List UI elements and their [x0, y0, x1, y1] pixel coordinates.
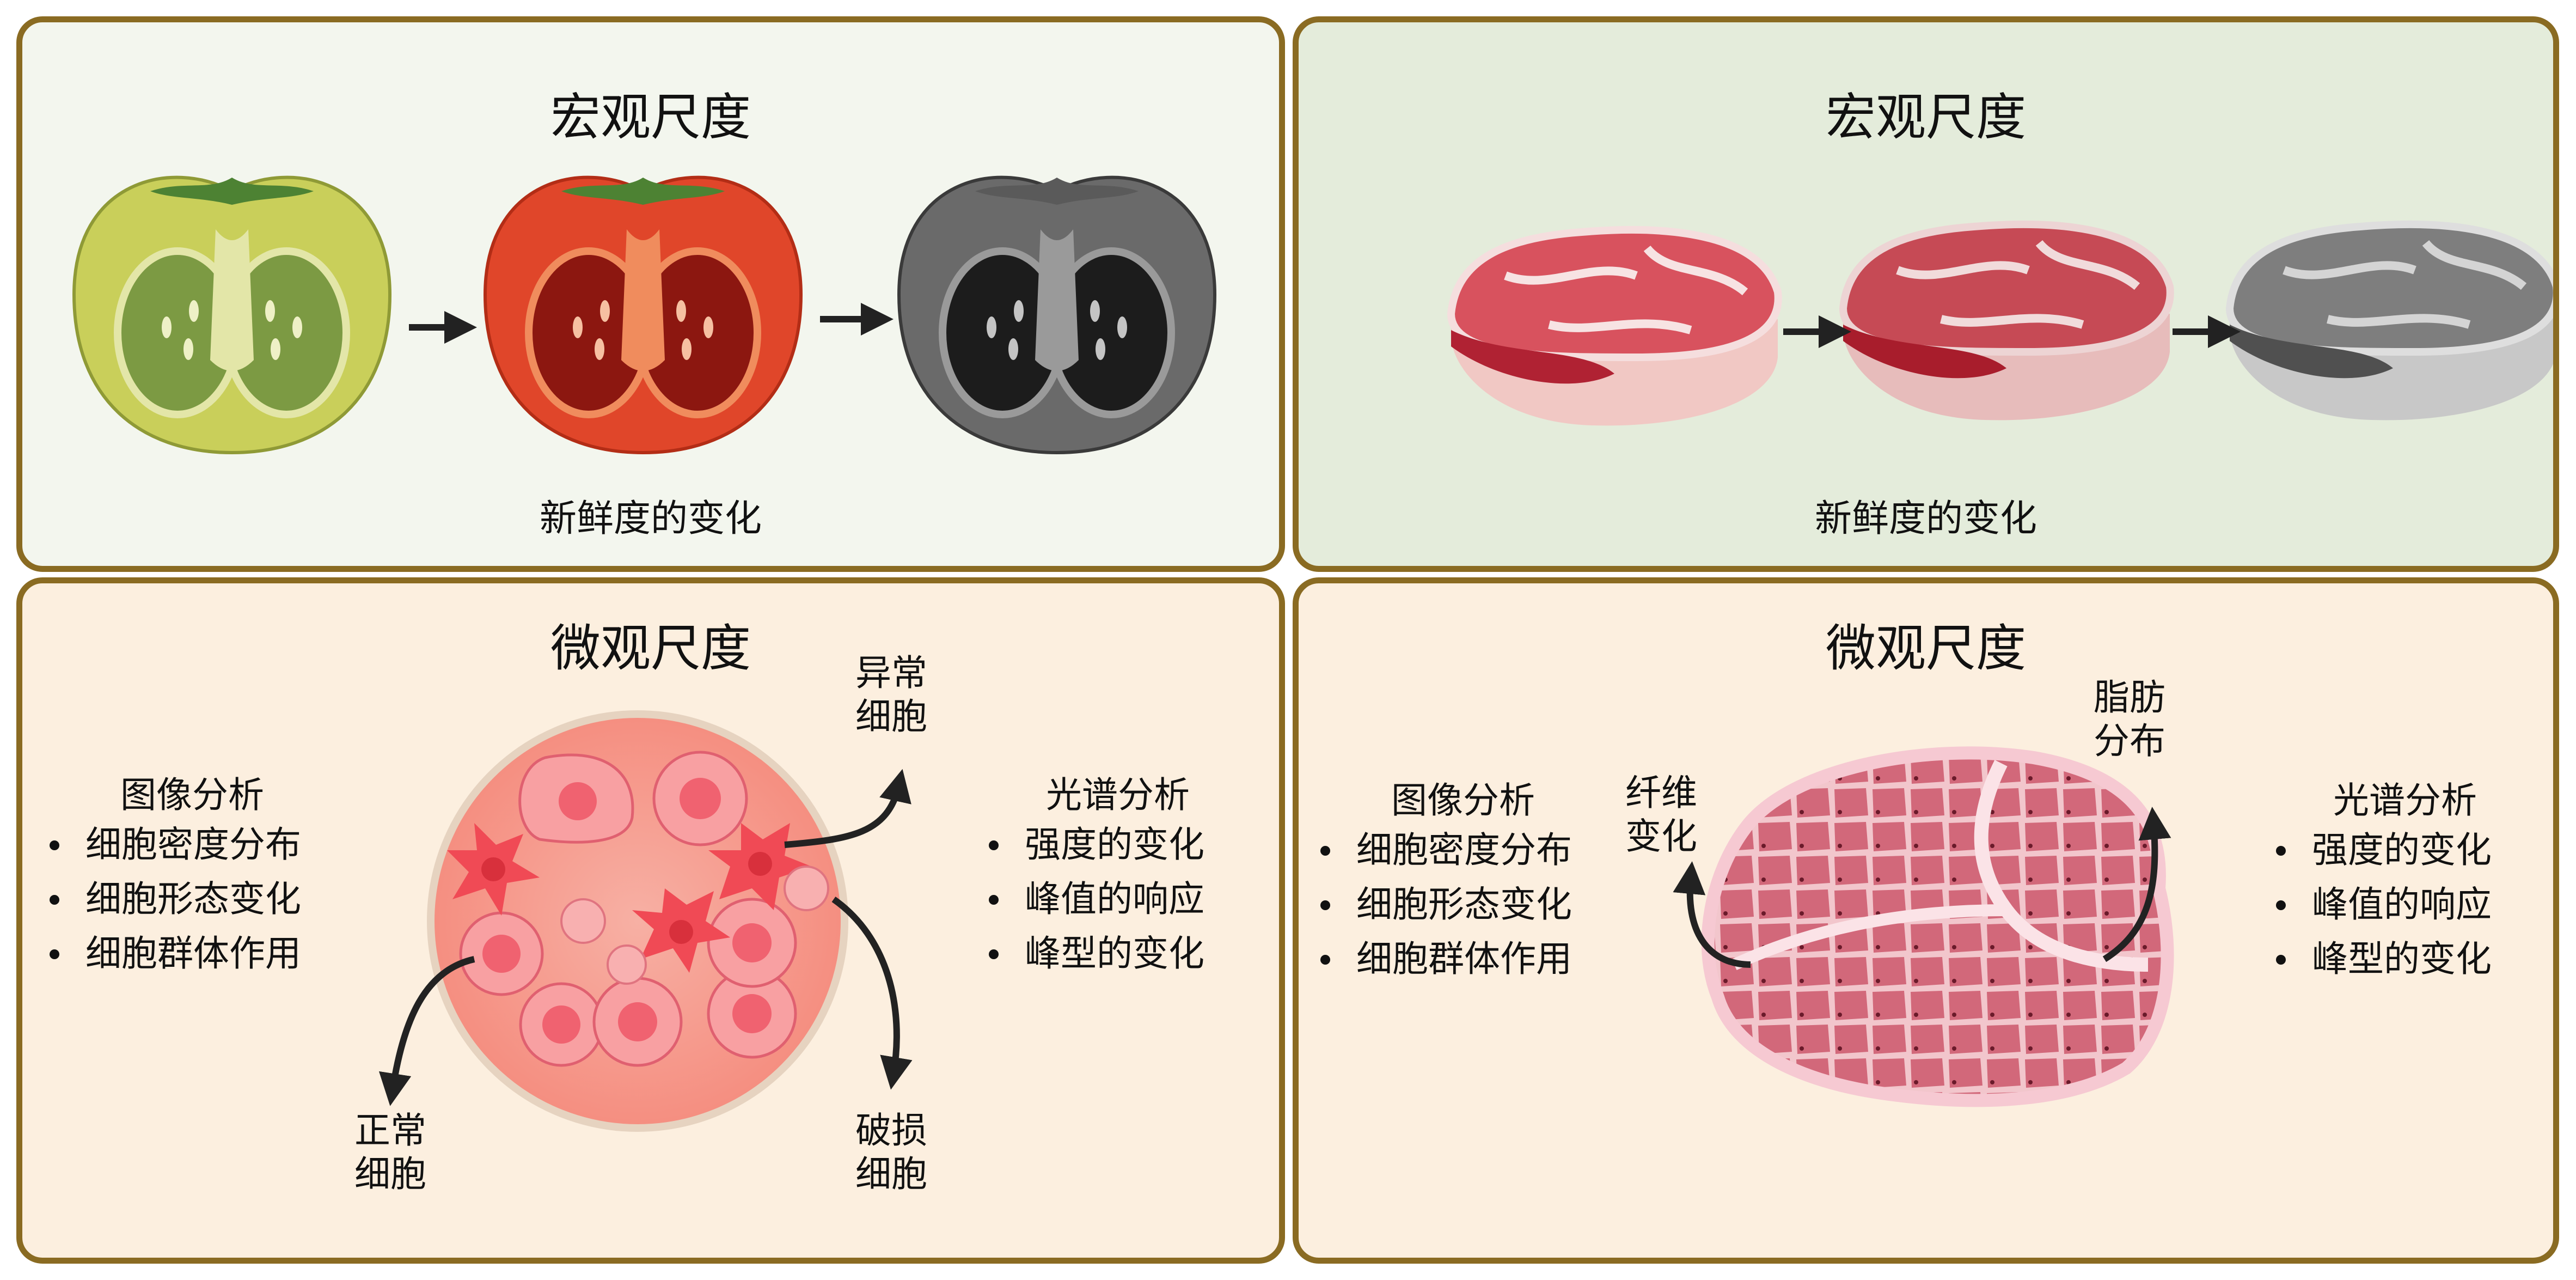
micro-tissue-panel: 微观尺度 图像分析 细胞密度分布 细胞形态变化 细胞群体作用 光谱分析 强度的变…: [1293, 577, 2559, 1264]
image-analysis-list: 细胞密度分布 细胞形态变化 细胞群体作用: [1310, 823, 1572, 986]
list-item: 峰型的变化: [2265, 932, 2492, 986]
panel-caption: 新鲜度的变化: [1814, 497, 2037, 540]
tomato-fresh: [72, 175, 392, 455]
macro-tomato-panel: 宏观尺度: [16, 16, 1285, 572]
arrow-normal: [378, 956, 475, 1106]
list-item: 细胞形态变化: [1310, 877, 1572, 932]
abnormal-cell-label: 异常细胞: [855, 652, 927, 737]
tomato-freshness-illustration: [72, 175, 1217, 455]
tomato-spoiled: [897, 175, 1217, 455]
list-item: 细胞群体作用: [1310, 932, 1572, 986]
arrow-fat: [2102, 807, 2171, 962]
fiber-change-label: 纤维变化: [1625, 772, 1697, 857]
arrow-fiber: [1673, 861, 1751, 968]
list-item: 强度的变化: [978, 818, 1204, 872]
normal-cell-label: 正常细胞: [354, 1110, 426, 1195]
macro-meat-panel: 宏观尺度 新鲜度的变化: [1293, 16, 2559, 572]
meat-spoiled: [2225, 221, 2553, 420]
micro-cells-panel: 微观尺度: [16, 577, 1285, 1264]
damaged-cells: [560, 865, 829, 985]
tissue-bundle: [1701, 746, 2174, 1107]
panel-title: 宏观尺度: [550, 88, 751, 147]
list-item: 强度的变化: [2265, 823, 2492, 877]
muscle-tissue-illustration: [1673, 746, 2174, 1107]
panel-title: 微观尺度: [550, 619, 751, 678]
meat-fresh: [1447, 226, 1782, 426]
list-item: 细胞密度分布: [1310, 823, 1572, 877]
list-item: 细胞群体作用: [39, 927, 301, 981]
panel-caption: 新鲜度的变化: [539, 497, 762, 540]
damaged-cell-label: 破损细胞: [855, 1110, 927, 1195]
spectral-analysis-list: 强度的变化 峰值的响应 峰型的变化: [978, 818, 1204, 981]
fat-streak: [1731, 904, 2007, 970]
cell-disk-illustration: [378, 710, 913, 1132]
spectral-analysis-list: 强度的变化 峰值的响应 峰型的变化: [2265, 823, 2492, 986]
tomato-ripe: [483, 175, 803, 455]
image-analysis-list: 细胞密度分布 细胞形态变化 细胞群体作用: [39, 818, 301, 981]
image-analysis-heading: 图像分析: [120, 774, 264, 816]
fat-distribution-label: 脂肪分布: [2094, 676, 2165, 762]
list-item: 细胞形态变化: [39, 872, 301, 927]
list-item: 峰值的响应: [978, 872, 1204, 927]
panel-title: 微观尺度: [1825, 619, 2026, 678]
arrow-abnormal: [784, 769, 911, 848]
list-item: 细胞密度分布: [39, 818, 301, 872]
image-analysis-heading: 图像分析: [1391, 779, 1535, 821]
spectral-analysis-heading: 光谱分析: [1046, 774, 1190, 816]
meat-freshness-illustration: [1447, 221, 2553, 426]
list-item: 峰型的变化: [978, 927, 1204, 981]
panel-title: 宏观尺度: [1825, 88, 2026, 147]
spectral-analysis-heading: 光谱分析: [2333, 779, 2477, 821]
arrow-damaged: [831, 897, 913, 1090]
list-item: 峰值的响应: [2265, 877, 2492, 932]
meat-aging: [1839, 221, 2174, 420]
